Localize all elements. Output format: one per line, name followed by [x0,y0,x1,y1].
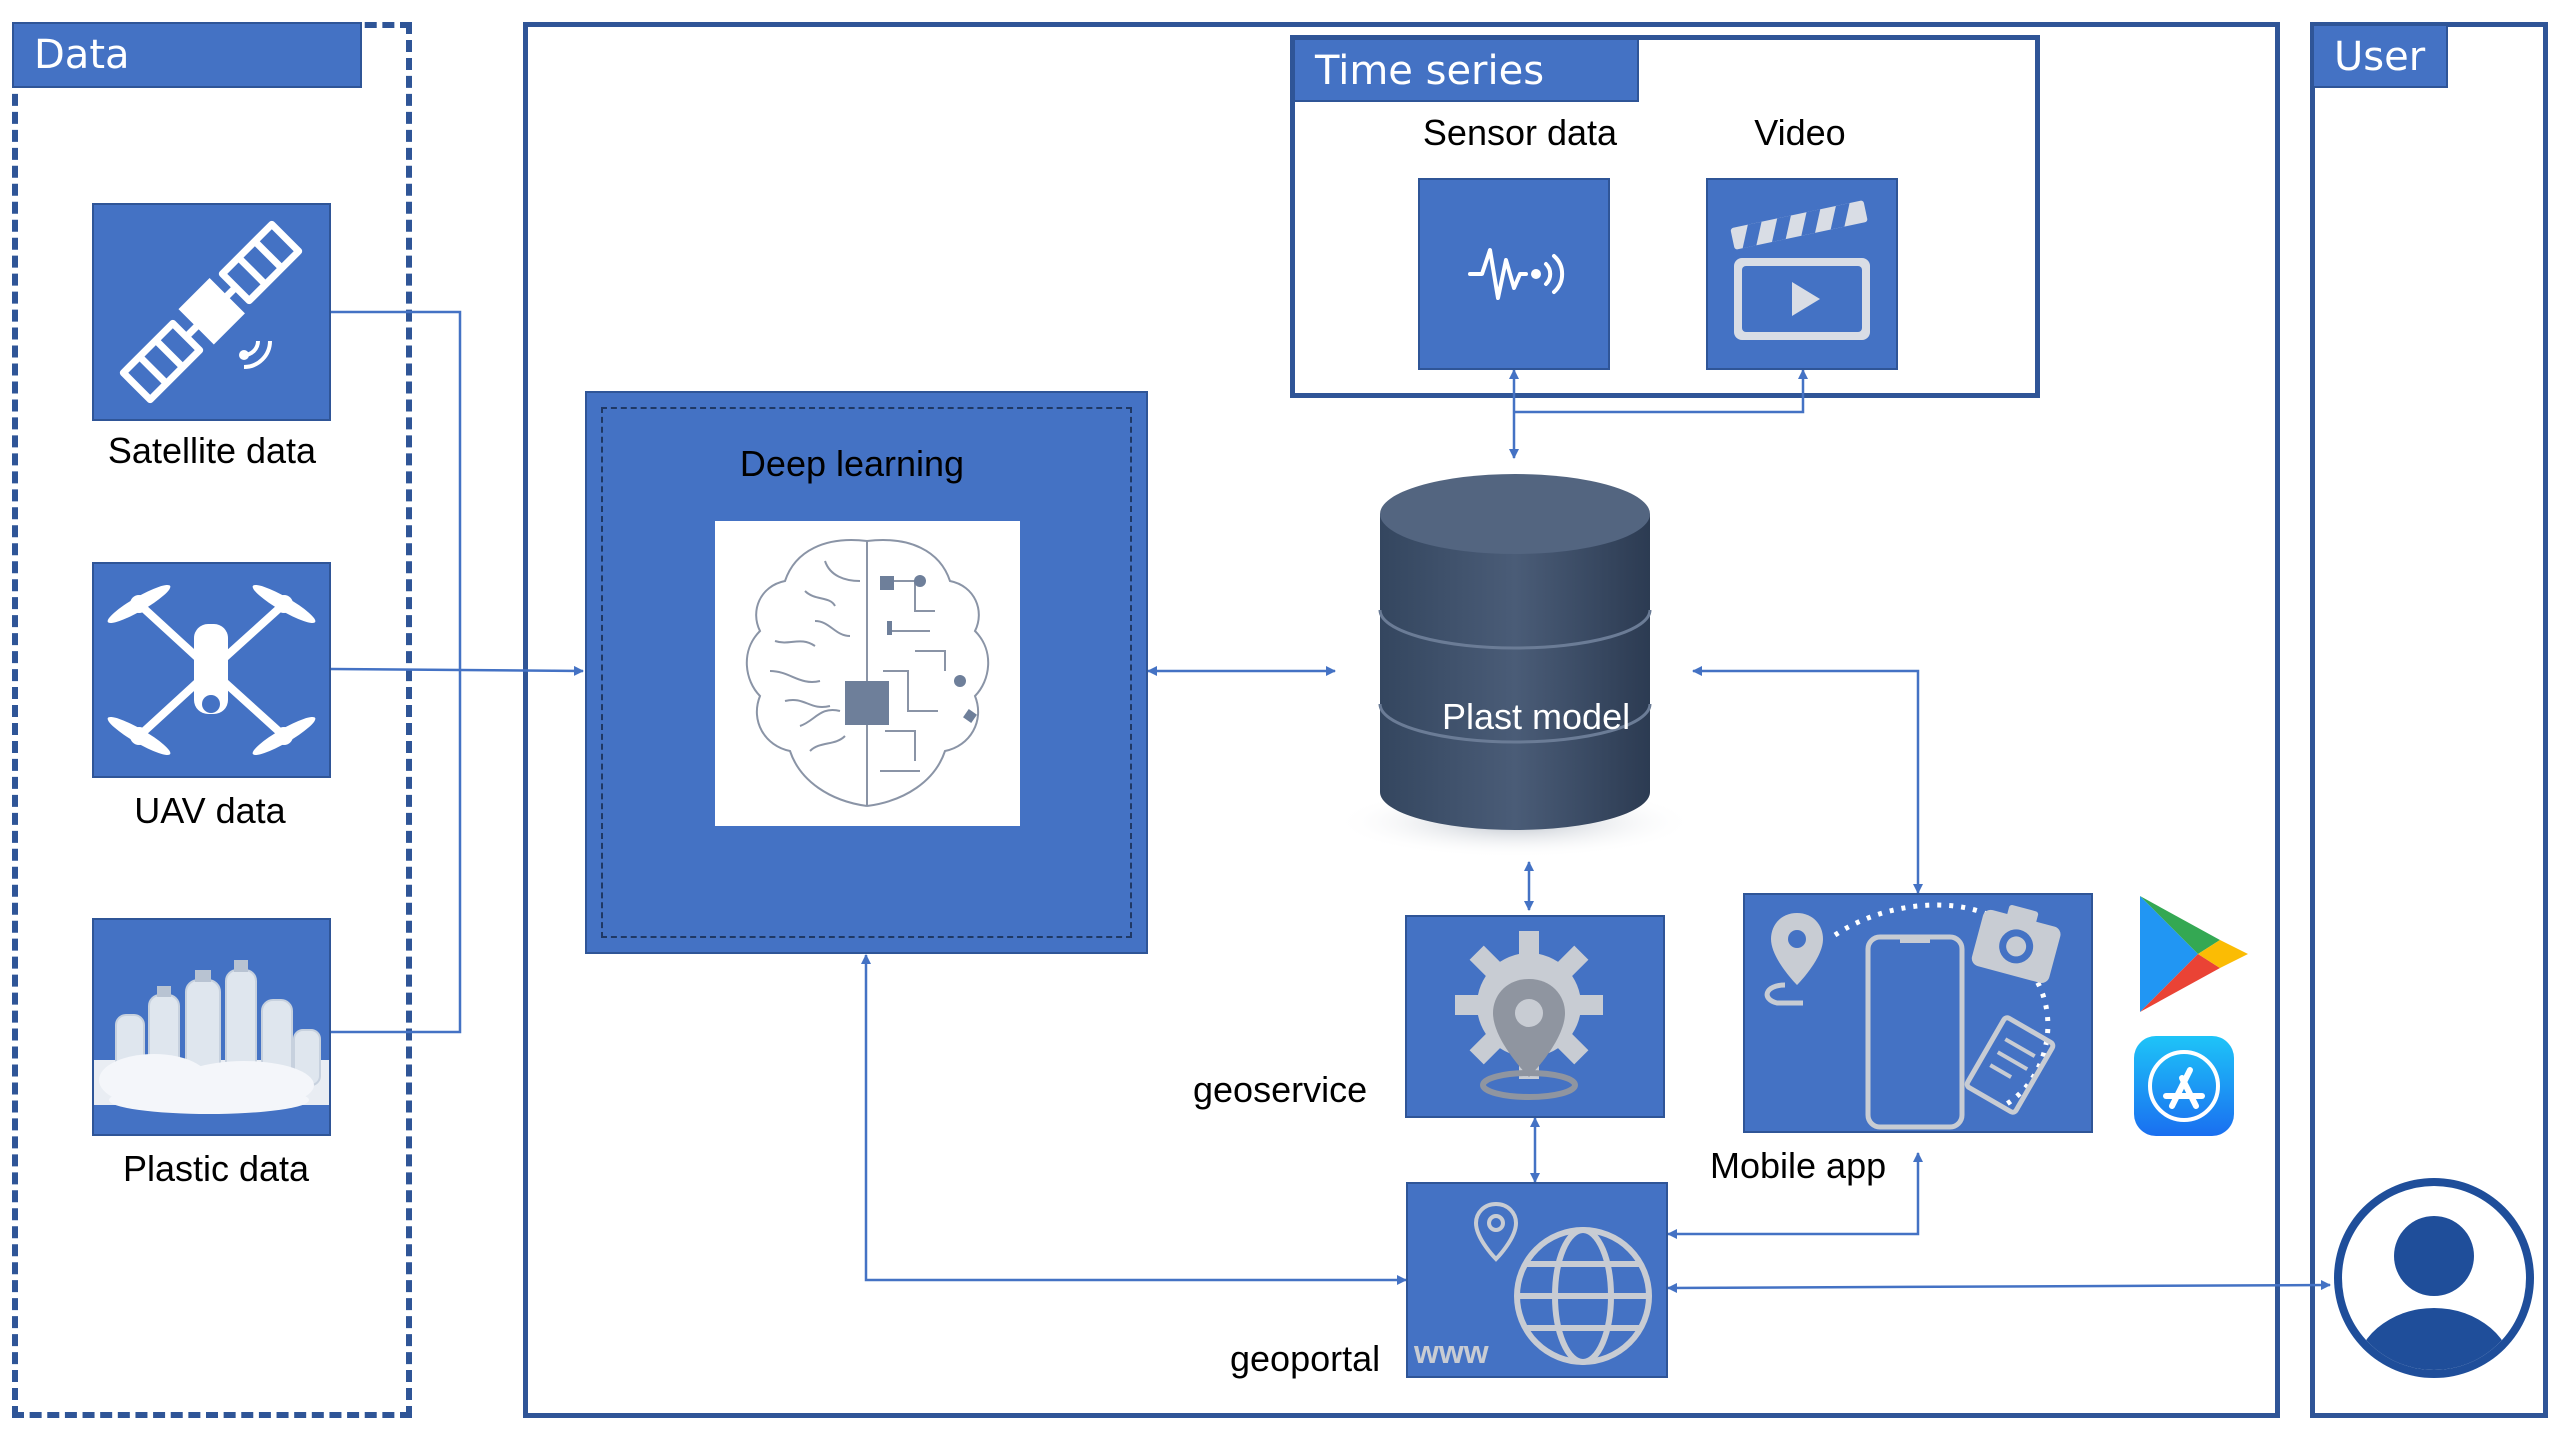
user-avatar[interactable] [2326,1170,2542,1386]
deep-learning-box: Deep learning [585,391,1148,954]
www-badge: www [1414,1334,1489,1370]
geoportal-label: geoportal [1230,1338,1381,1379]
deep-learning-image [715,521,1020,826]
geoservice-label: geoservice [1193,1069,1368,1110]
uav-tile [92,562,331,778]
google-play-badge[interactable] [2132,890,2252,1018]
globe-icon [1408,1184,1666,1376]
sensor-data-label: Sensor data [1422,112,1618,153]
user-panel-title: User [2312,24,2448,88]
plast-model-database [1330,452,1700,862]
video-tile [1706,178,1898,370]
database-icon [1330,452,1700,862]
geoservice-tile [1405,915,1665,1118]
mobile-app-tile [1743,893,2093,1133]
data-panel-title: Data [12,22,362,88]
geoportal-tile: www [1406,1182,1668,1378]
user-avatar-icon [2326,1170,2542,1386]
plastic-bottles-image [94,920,329,1134]
satellite-tile [92,203,331,421]
user-panel [2310,22,2548,1418]
satellite-icon [94,205,329,419]
drone-icon [94,564,329,776]
plastic-label: Plastic data [122,1148,310,1189]
smartphone-icon [1745,895,2091,1131]
satellite-label: Satellite data [107,430,317,471]
ai-brain-chip-icon [715,521,1020,826]
time-series-title: Time series [1293,38,1639,102]
app-store-badge[interactable] [2132,1034,2236,1138]
plastic-tile [92,918,331,1136]
deep-learning-inner-frame [601,407,1132,938]
deep-learning-title: Deep learning [739,443,965,484]
mobile-app-label: Mobile app [1710,1145,1887,1186]
video-clapperboard-icon [1708,180,1896,368]
google-play-icon [2132,890,2252,1018]
sensor-signal-icon [1420,180,1608,368]
video-label: Video [1754,112,1846,153]
gear-location-icon [1407,917,1663,1116]
uav-label: UAV data [134,790,286,831]
app-store-icon [2132,1034,2236,1138]
plast-model-label: Plast model [1442,696,1631,737]
sensor-data-tile [1418,178,1610,370]
